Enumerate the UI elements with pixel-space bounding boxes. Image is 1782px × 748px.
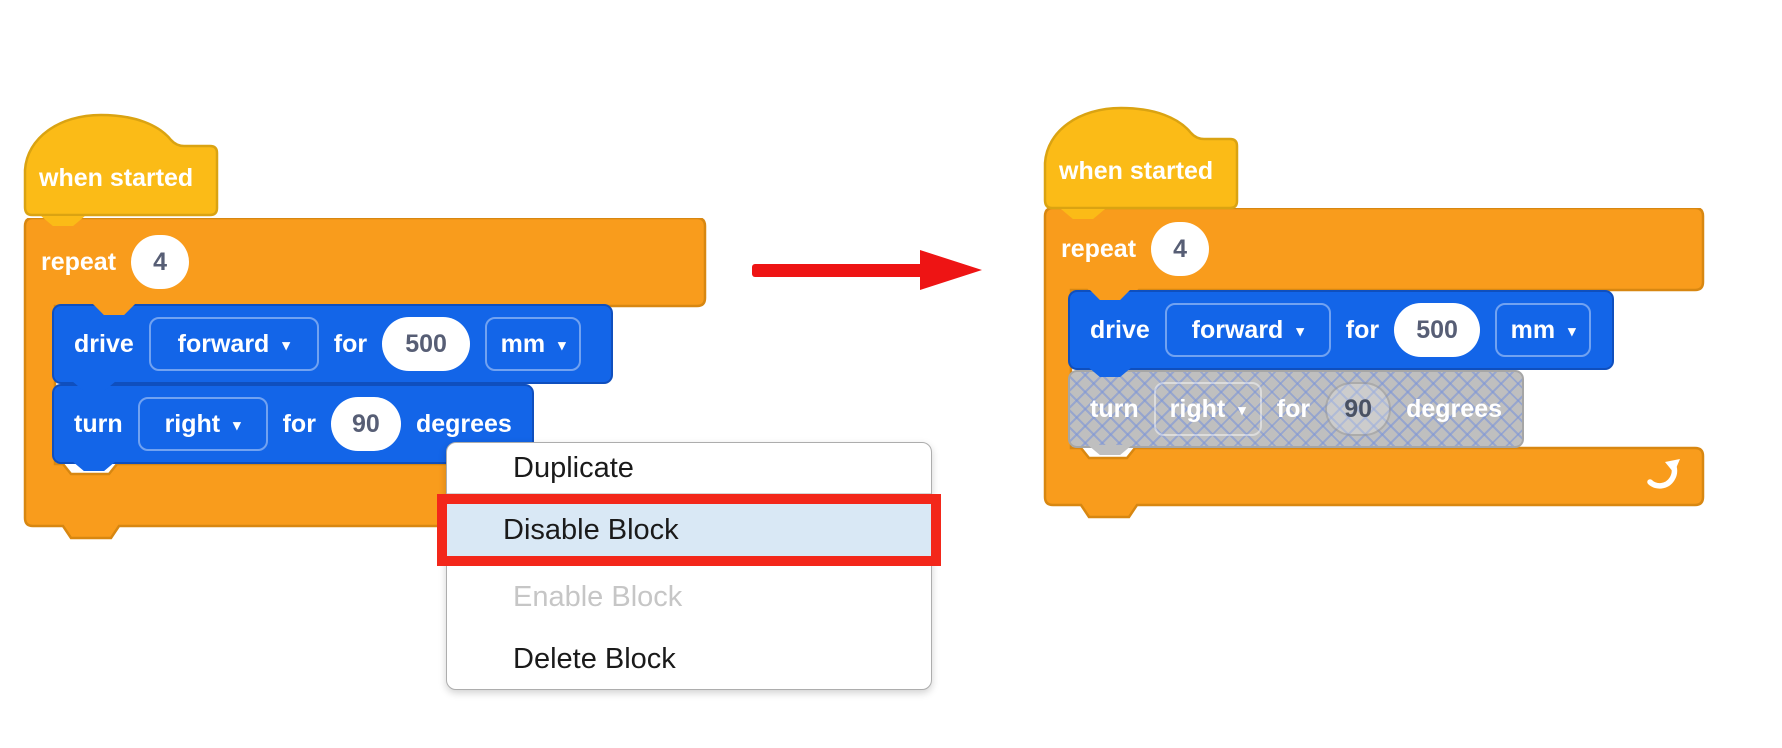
turn-unit-label: degrees — [1406, 394, 1502, 423]
block-connector-tab — [1088, 445, 1132, 455]
when-started-label: when started — [39, 164, 194, 192]
context-menu: Duplicate Disable Block Enable Block Del… — [437, 442, 941, 690]
chevron-down-icon: ▾ — [1568, 322, 1576, 340]
hat-block-shape — [1043, 106, 1239, 210]
drive-unit-dropdown[interactable]: mm ▾ — [1495, 303, 1592, 357]
drive-distance-input[interactable]: 500 — [1394, 303, 1481, 357]
drive-unit-value: mm — [1510, 315, 1556, 344]
menu-item-delete-block[interactable]: Delete Block — [513, 642, 676, 675]
drive-for-label: for — [333, 329, 368, 358]
transform-arrow — [752, 250, 984, 290]
chevron-down-icon: ▾ — [282, 336, 290, 354]
block-connector-tab — [72, 461, 116, 471]
repeat-label: repeat — [1061, 234, 1137, 263]
turn-angle-input[interactable]: 90 — [330, 397, 401, 451]
repeat-mouth-tab — [1088, 288, 1132, 300]
repeat-block-shape — [1043, 208, 1705, 519]
menu-item-disable-label: Disable Block — [503, 513, 679, 546]
turn-angle-input[interactable]: 90 — [1325, 382, 1392, 436]
drive-unit-dropdown[interactable]: mm ▾ — [485, 317, 582, 371]
turn-direction-value: right — [164, 409, 221, 438]
turn-block-right-disabled[interactable]: turn right ▾ for 90 degrees — [1068, 370, 1524, 455]
turn-unit-label: degrees — [415, 409, 512, 438]
chevron-down-icon: ▾ — [1238, 401, 1246, 419]
turn-label: turn — [74, 409, 123, 438]
drive-label: drive — [74, 329, 134, 358]
turn-direction-value: right — [1169, 394, 1226, 423]
turn-label: turn — [1090, 394, 1139, 423]
drive-direction-value: forward — [1191, 315, 1284, 344]
block-connector-tab — [72, 381, 116, 391]
repeat-label: repeat — [41, 247, 117, 276]
drive-direction-value: forward — [177, 329, 270, 358]
turn-block-left[interactable]: turn right ▾ for 90 degrees — [52, 384, 534, 471]
turn-direction-dropdown[interactable]: right ▾ — [1153, 382, 1262, 436]
repeat-count-input[interactable]: 4 — [1151, 222, 1210, 276]
turn-for-label: for — [282, 409, 316, 438]
drive-distance-input[interactable]: 500 — [382, 317, 471, 371]
drive-block-right[interactable]: drive forward ▾ for 500 mm ▾ — [1068, 290, 1614, 377]
drive-direction-dropdown[interactable]: forward ▾ — [1164, 303, 1331, 357]
when-started-block-left[interactable]: when started — [23, 110, 219, 226]
drive-block-left[interactable]: drive forward ▾ for 500 mm ▾ — [52, 304, 613, 391]
block-connector-tab — [41, 216, 85, 226]
repeat-mouth-tab — [92, 303, 136, 315]
chevron-down-icon: ▾ — [1296, 322, 1304, 340]
repeat-count-input[interactable]: 4 — [131, 235, 190, 289]
loop-arrow-icon — [1643, 455, 1683, 493]
when-started-label: when started — [1059, 157, 1214, 185]
arrow-head — [920, 250, 982, 290]
drive-unit-value: mm — [500, 329, 546, 358]
arrow-shaft — [752, 264, 928, 277]
repeat-block-right[interactable]: repeat 4 — [1043, 208, 1705, 519]
block-connector-tab — [1061, 209, 1105, 219]
drive-direction-dropdown[interactable]: forward ▾ — [148, 317, 319, 371]
block-connector-tab — [1088, 367, 1132, 377]
hat-block-shape — [23, 113, 219, 217]
drive-label: drive — [1090, 315, 1150, 344]
chevron-down-icon: ▾ — [558, 336, 566, 354]
chevron-down-icon: ▾ — [233, 416, 241, 434]
when-started-block-right[interactable]: when started — [1043, 103, 1239, 219]
menu-item-enable-block: Enable Block — [513, 580, 683, 613]
menu-item-duplicate[interactable]: Duplicate — [447, 443, 931, 494]
menu-item-disable-block[interactable]: Disable Block — [437, 494, 941, 566]
drive-for-label: for — [1345, 315, 1380, 344]
turn-direction-dropdown[interactable]: right ▾ — [137, 397, 268, 451]
turn-for-label: for — [1276, 394, 1311, 423]
